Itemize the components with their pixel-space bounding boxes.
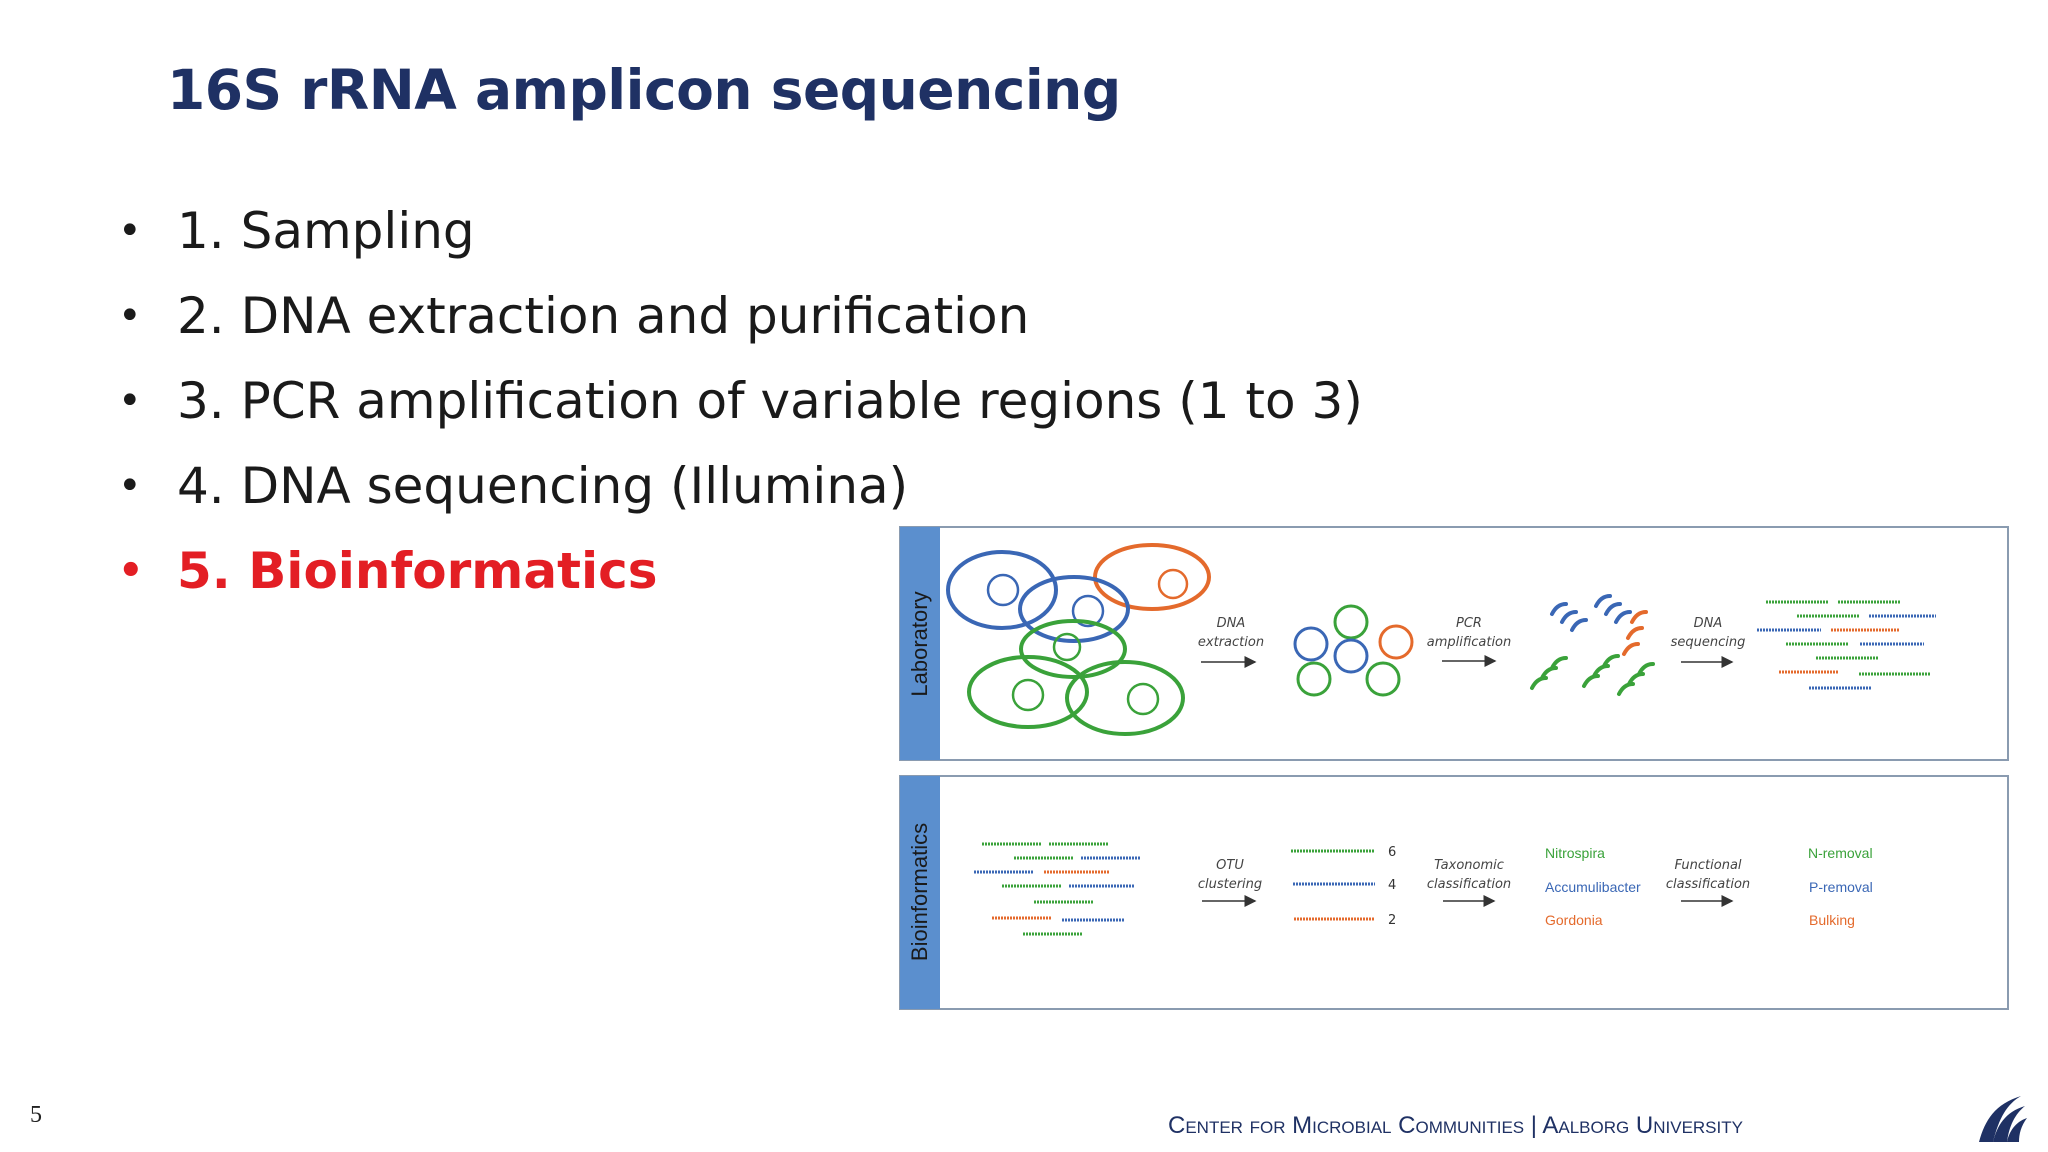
taxon-name: Nitrospira (1545, 845, 1605, 861)
step-label: Functional (1674, 858, 1741, 873)
bullet-item: • 4. DNA sequencing (Illumina) (118, 451, 1363, 536)
sequence-reads (1757, 600, 1936, 690)
step-label: DNA (1694, 616, 1723, 631)
functional-step: Functional classification (1666, 858, 1750, 907)
taxon-name: Accumulibacter (1545, 879, 1641, 895)
otu-table: 6 4 2 (1291, 845, 1396, 928)
raw-reads (974, 842, 1141, 936)
bullet-dot: • (118, 293, 142, 339)
bullet-list: • 1. Sampling • 2. DNA extraction and puri… (118, 196, 1363, 621)
step-label: DNA (1217, 616, 1246, 631)
step-label: extraction (1198, 635, 1264, 650)
bullet-text: 1. Sampling (177, 202, 475, 260)
bullet-dot: • (118, 463, 142, 509)
bullet-text: 3. PCR amplification of variable regions… (177, 372, 1363, 430)
free-dna-circles (1293, 604, 1414, 697)
bullet-item-highlighted: • 5. Bioinformatics (118, 536, 1363, 621)
slide-title: 16S rRNA amplicon sequencing (167, 58, 1121, 122)
bullet-text: 5. Bioinformatics (177, 542, 658, 600)
bullet-item: • 2. DNA extraction and purification (118, 281, 1363, 366)
functions-list: N-removal P-removal Bulking (1808, 845, 1873, 928)
footer-text: Center for Microbial Communities | Aalbo… (1168, 1112, 1743, 1139)
step-label: classification (1666, 877, 1750, 892)
step-label: OTU (1216, 858, 1244, 873)
step-label: amplification (1427, 635, 1512, 650)
dna-sequencing-step: DNA sequencing (1671, 616, 1746, 668)
bullet-text: 2. DNA extraction and purification (177, 287, 1030, 345)
bioinformatics-label: Bioinformatics (907, 823, 932, 961)
bullet-text: 4. DNA sequencing (Illumina) (177, 457, 909, 515)
function-name: Bulking (1809, 912, 1855, 928)
step-label: Taxonomic (1434, 858, 1504, 873)
aalborg-university-logo (1979, 1096, 2027, 1142)
step-label: clustering (1198, 877, 1262, 892)
bullet-dot: • (118, 208, 142, 254)
function-name: N-removal (1808, 845, 1873, 861)
otu-count: 6 (1388, 845, 1396, 860)
bullet-dot: • (118, 378, 142, 424)
step-label: sequencing (1671, 635, 1746, 650)
bioinformatics-panel: Bioinformatics OTU clustering 6 4 2 (899, 775, 2009, 1010)
bullet-item: • 1. Sampling (118, 196, 1363, 281)
otu-count: 4 (1388, 878, 1396, 893)
amplicons-illustration (1530, 594, 1655, 696)
bullet-dot: • (118, 548, 144, 594)
laboratory-panel: Laboratory DNA extraction (899, 526, 2009, 761)
otu-count: 2 (1388, 913, 1396, 928)
laboratory-label: Laboratory (907, 591, 932, 696)
pcr-step: PCR amplification (1427, 616, 1512, 667)
cells-illustration (946, 543, 1211, 736)
workflow-figure: Laboratory DNA extraction (899, 526, 2009, 1010)
otu-step: OTU clustering (1198, 858, 1262, 907)
taxonomic-step: Taxonomic classification (1427, 858, 1511, 907)
page-number: 5 (30, 1102, 42, 1128)
step-label: classification (1427, 877, 1511, 892)
step-label: PCR (1456, 616, 1482, 631)
dna-extraction-step: DNA extraction (1198, 616, 1264, 668)
taxa-list: Nitrospira Accumulibacter Gordonia (1545, 845, 1641, 928)
bullet-item: • 3. PCR amplification of variable region… (118, 366, 1363, 451)
function-name: P-removal (1809, 879, 1873, 895)
taxon-name: Gordonia (1545, 912, 1603, 928)
